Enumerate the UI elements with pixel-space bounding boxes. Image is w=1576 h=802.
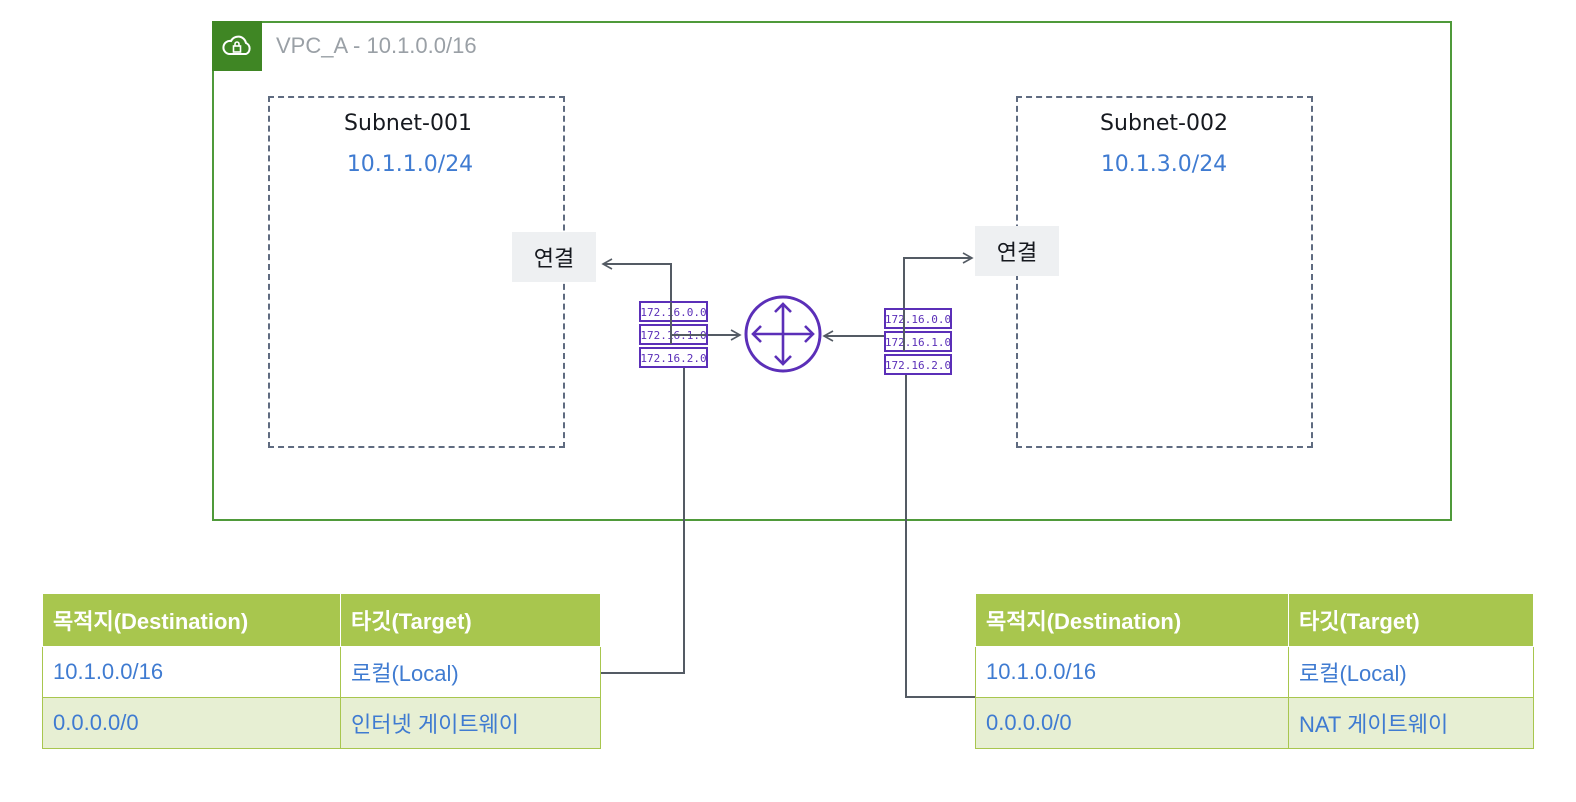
connector-left-table xyxy=(600,366,685,674)
route-entry-right-1: 172.16.0.0 xyxy=(885,313,951,326)
subnet-001-name: Subnet-001 xyxy=(344,111,472,136)
target-cell: 인터넷 게이트웨이 xyxy=(340,697,601,749)
vpc-container xyxy=(212,21,1452,521)
destination-cell: 0.0.0.0/0 xyxy=(975,697,1289,749)
subnet-002-name: Subnet-002 xyxy=(1100,111,1228,136)
route-table-right: 목적지(Destination) 타깃(Target) 10.1.0.0/16 … xyxy=(975,593,1534,749)
target-cell: 로컬(Local) xyxy=(340,646,601,698)
route-entry-left-3: 172.16.2.0 xyxy=(640,352,706,365)
table-row: 0.0.0.0/0 NAT 게이트웨이 xyxy=(975,697,1534,749)
destination-cell: 0.0.0.0/0 xyxy=(42,697,341,749)
subnet-001-cidr: 10.1.1.0/24 xyxy=(346,152,474,177)
vpc-title: VPC_A - 10.1.0.0/16 xyxy=(276,33,477,58)
destination-cell: 10.1.0.0/16 xyxy=(42,646,341,698)
column-header-destination: 목적지(Destination) xyxy=(42,593,341,647)
connector-right-table xyxy=(905,372,975,698)
router-icon xyxy=(744,295,822,373)
vpc-cloud-lock-icon xyxy=(212,21,262,71)
destination-cell: 10.1.0.0/16 xyxy=(975,646,1289,698)
column-header-target: 타깃(Target) xyxy=(1288,593,1534,647)
table-row: 10.1.0.0/16 로컬(Local) xyxy=(42,646,601,698)
table-row: 10.1.0.0/16 로컬(Local) xyxy=(975,646,1534,698)
association-label-left: 연결 xyxy=(512,232,596,282)
target-cell: NAT 게이트웨이 xyxy=(1288,697,1534,749)
route-entry-left-1: 172.16.0.0 xyxy=(640,306,706,319)
column-header-target: 타깃(Target) xyxy=(340,593,601,647)
target-cell: 로컬(Local) xyxy=(1288,646,1534,698)
association-label-right: 연결 xyxy=(975,226,1059,276)
column-header-destination: 목적지(Destination) xyxy=(975,593,1289,647)
route-table-icon-right: 172.16.0.0 172.16.1.0 172.16.2.0 xyxy=(884,308,952,375)
route-entry-right-2: 172.16.1.0 xyxy=(885,336,951,349)
route-entry-right-3: 172.16.2.0 xyxy=(885,359,951,372)
route-table-left: 목적지(Destination) 타깃(Target) 10.1.0.0/16 … xyxy=(42,593,601,749)
subnet-002-cidr: 10.1.3.0/24 xyxy=(1100,152,1228,177)
table-row: 0.0.0.0/0 인터넷 게이트웨이 xyxy=(42,697,601,749)
